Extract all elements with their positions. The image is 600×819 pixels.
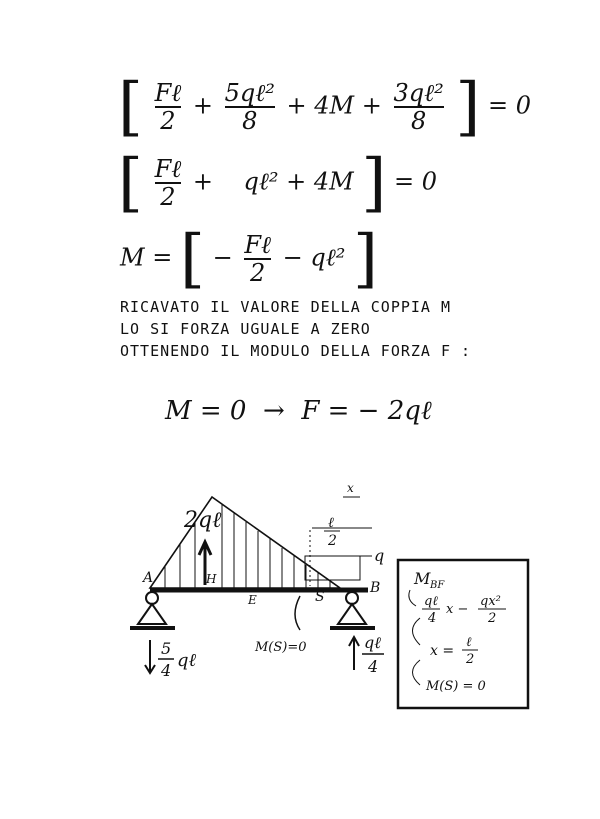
moment-diagram-area	[148, 495, 343, 589]
reaction-right-den: 4	[367, 657, 378, 676]
reaction-left-den: 4	[160, 661, 171, 680]
label-moment-s: M(S)=0	[254, 640, 307, 655]
bracket-open: [	[118, 146, 143, 220]
box-line2-num: ℓ	[466, 635, 472, 650]
note-line-2: LO SI FORZA UGUALE A ZERO	[120, 320, 371, 338]
label-s: S	[315, 589, 325, 605]
h-arrow	[197, 538, 213, 585]
box-line2-den: 2	[465, 652, 474, 667]
label-a: A	[141, 570, 153, 586]
reaction-right-num: qℓ	[364, 633, 381, 652]
equals-zero: = 0	[393, 167, 437, 196]
minus-sign: −	[212, 243, 233, 272]
note-line-1: RICAVATO IL VALORE DELLA COPPIA M	[120, 298, 452, 316]
label-b: B	[369, 580, 380, 596]
moment-arc	[294, 595, 301, 631]
reaction-left-sym: qℓ	[177, 650, 197, 671]
label-half-den: 2	[327, 533, 337, 549]
reaction-left-arrow	[144, 640, 156, 675]
equals-zero: = 0	[488, 91, 532, 120]
support-left	[130, 591, 175, 630]
support-right	[330, 591, 375, 630]
box-title: M	[413, 569, 431, 588]
bracket-close: ]	[352, 222, 378, 296]
label-half-num: ℓ	[328, 515, 334, 531]
minus-ql2: − qℓ²	[282, 243, 346, 272]
moment-box	[396, 558, 530, 710]
box-line1-mid: x −	[446, 602, 468, 617]
box-title-sub: BF	[429, 580, 445, 591]
equation-4: M = 0 → F = − 2qℓ	[165, 396, 432, 426]
bracket-open: [	[179, 222, 205, 296]
box-line3: M(S) = 0	[425, 679, 486, 694]
note-line-3: OTTENENDO IL MODULO DELLA FORZA F :	[120, 342, 472, 360]
box-curve-arrow	[408, 589, 421, 686]
bracket-open: [	[118, 70, 143, 144]
box-line1-den2: 2	[487, 611, 496, 626]
box-line1-num2: qx²	[480, 594, 501, 609]
label-peak-2ql: 2qℓ	[183, 508, 222, 533]
label-q: q	[374, 546, 384, 565]
bracket-close: ]	[361, 146, 387, 220]
bracket-close: ]	[455, 70, 481, 144]
distributed-load-q	[304, 555, 361, 581]
box-line2: x =	[430, 643, 454, 659]
box-line1-num: qℓ	[424, 594, 438, 609]
equation-2-middle: + qℓ² + 4M	[192, 167, 354, 196]
label-x: x	[347, 481, 354, 495]
plus-4m-plus: + 4M +	[286, 91, 382, 120]
label-h: H	[205, 572, 217, 586]
reaction-left-num: 5	[161, 639, 171, 658]
reaction-right-arrow	[348, 634, 360, 670]
plus-sign: +	[192, 91, 214, 120]
box-line1-den: 4	[427, 611, 436, 626]
label-e: E	[247, 593, 257, 607]
equation-3-lhs: M =	[120, 243, 173, 272]
